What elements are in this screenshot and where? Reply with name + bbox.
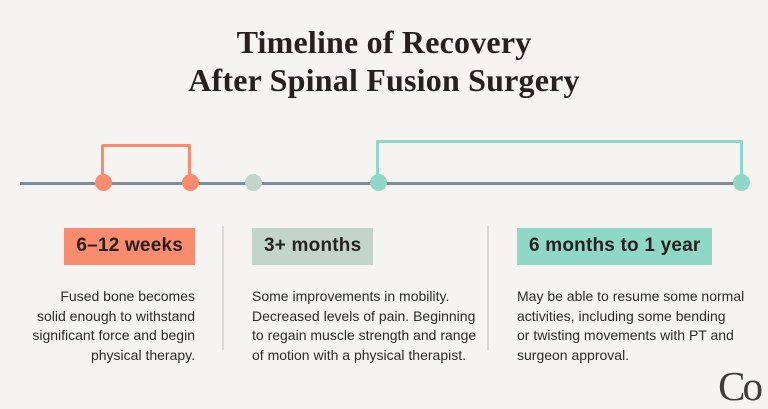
phase3-bracket (376, 140, 743, 176)
description-line: Decreased levels of pain. Beginning (252, 307, 476, 324)
phase3-column: 6 months to 1 year May be able to resume… (517, 228, 752, 365)
phase1-label: 6–12 weeks (64, 228, 195, 265)
phase3-description: May be able to resume some normal activi… (517, 287, 752, 365)
title-line-2: After Spinal Fusion Surgery (188, 62, 580, 98)
phase2-column: 3+ months Some improvements in mobility.… (252, 228, 477, 365)
phase3-label: 6 months to 1 year (517, 228, 713, 265)
timeline-dot-phase3-end (733, 174, 750, 191)
phase1-bracket (101, 144, 191, 176)
description-line: May be able to resume some normal (517, 288, 745, 304)
column-divider (487, 226, 489, 350)
phase1-description: Fused bone becomes solid enough to withs… (25, 287, 195, 365)
timeline-dot-phase1-start (95, 174, 112, 191)
timeline-dot-phase1-end (182, 174, 199, 191)
timeline-dot-phase2 (245, 174, 262, 191)
page-title: Timeline of Recovery After Spinal Fusion… (0, 23, 768, 99)
description-line: significant force and begin (32, 327, 195, 343)
phase1-column: 6–12 weeks Fused bone becomes solid enou… (25, 228, 195, 365)
description-line: physical therapy. (90, 346, 195, 363)
phase2-description: Some improvements in mobility. Decreased… (252, 287, 477, 365)
description-line: surgeon approval. (517, 346, 630, 363)
brand-logo: Co (718, 363, 763, 409)
description-line: Fused bone becomes (60, 288, 195, 304)
description-line: activities, including some bending (517, 307, 726, 324)
phase2-label: 3+ months (252, 228, 374, 265)
description-line: solid enough to withstand (37, 307, 195, 324)
title-line-1: Timeline of Recovery (236, 24, 532, 60)
description-line: Some improvements in mobility. (252, 288, 450, 304)
description-line: of motion with a physical therapist. (252, 346, 466, 363)
description-line: to regain muscle strength and range (252, 327, 477, 343)
description-line: or twisting movements with PT and (517, 327, 734, 343)
timeline-dot-phase3-start (370, 174, 387, 191)
column-divider (222, 226, 224, 350)
